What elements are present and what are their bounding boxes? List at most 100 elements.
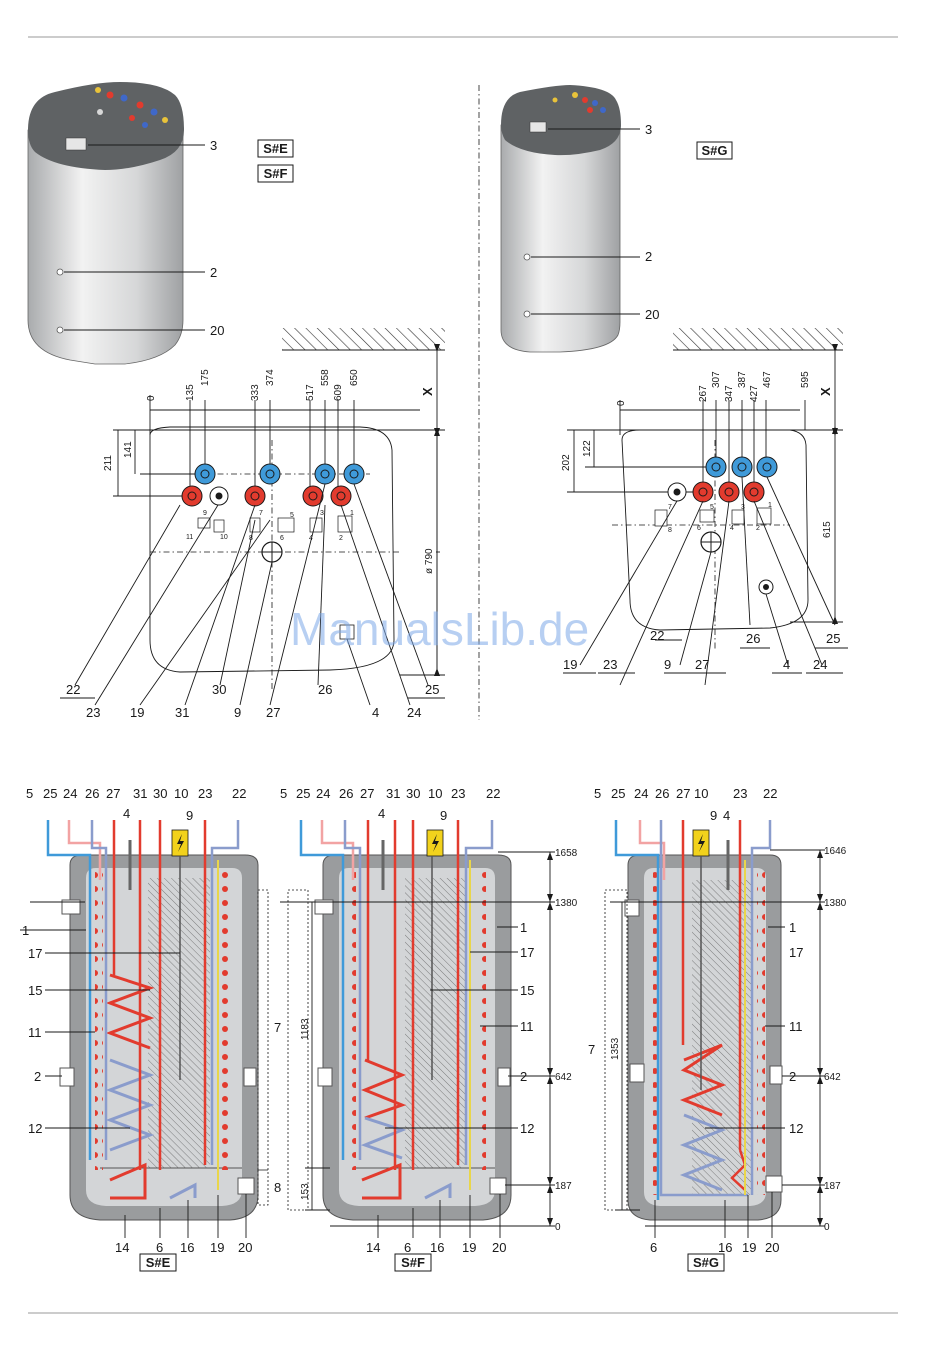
svg-text:17: 17 xyxy=(789,945,803,960)
dim-se-650: 650 xyxy=(349,369,360,386)
svg-text:7: 7 xyxy=(259,510,263,517)
svg-text:642: 642 xyxy=(824,1072,841,1083)
label-se-26: 26 xyxy=(318,682,332,697)
se-top-labels: 5 25 24 26 27 31 30 10 9 23 22 xyxy=(26,786,246,823)
dim-se-333: 333 xyxy=(250,384,261,401)
label-sg-3: 3 xyxy=(645,122,652,137)
label-se-24: 24 xyxy=(407,705,421,720)
svg-text:1: 1 xyxy=(768,502,772,509)
label-se-23: 23 xyxy=(86,705,100,720)
svg-text:27: 27 xyxy=(360,786,374,801)
cylinder-se-sf xyxy=(27,82,205,365)
svg-text:1: 1 xyxy=(350,510,354,517)
label-se-22: 22 xyxy=(66,682,80,697)
svg-text:187: 187 xyxy=(824,1181,841,1192)
svg-text:6: 6 xyxy=(650,1240,657,1255)
svg-text:9: 9 xyxy=(710,808,717,823)
dim-se-175: 175 xyxy=(200,369,211,386)
svg-text:11: 11 xyxy=(186,534,193,541)
svg-text:9: 9 xyxy=(186,808,193,823)
svg-text:20: 20 xyxy=(765,1240,779,1255)
svg-text:5: 5 xyxy=(710,504,714,511)
watermark: ManualsLib.de xyxy=(290,603,589,655)
sg-right-labels: 1 17 11 2 12 xyxy=(789,920,803,1136)
label-3: 3 xyxy=(210,138,217,153)
label-7: 7 xyxy=(274,1020,281,1035)
svg-text:4: 4 xyxy=(309,535,313,542)
svg-text:4: 4 xyxy=(723,808,730,823)
variant-box-sf-bottom xyxy=(394,1253,432,1272)
label-sg-24: 24 xyxy=(813,657,827,672)
svg-text:20: 20 xyxy=(238,1240,252,1255)
svg-text:20: 20 xyxy=(492,1240,506,1255)
svg-text:27: 27 xyxy=(676,786,690,801)
svg-text:2: 2 xyxy=(756,525,760,532)
svg-text:3: 3 xyxy=(741,504,745,511)
dim-sg-347: 347 xyxy=(724,385,735,402)
dim-sg-307: 307 xyxy=(711,371,722,388)
svg-text:0: 0 xyxy=(824,1222,830,1233)
label-sg-25: 25 xyxy=(826,631,840,646)
label-se-top4: 4 xyxy=(123,806,130,821)
svg-text:1380: 1380 xyxy=(555,898,578,909)
svg-text:6: 6 xyxy=(404,1240,411,1255)
svg-text:25: 25 xyxy=(43,786,57,801)
section-sg xyxy=(604,820,825,1238)
sf-heights: 1658 1380 642 187 0 1183 153 xyxy=(300,848,578,1233)
dim-se-x: X xyxy=(420,387,435,396)
svg-text:26: 26 xyxy=(85,786,99,801)
dim-sg-595: 595 xyxy=(800,371,811,388)
sf-top-labels: 5 25 24 26 27 4 31 30 10 9 23 22 xyxy=(280,786,500,823)
label-se-17: 17 xyxy=(28,946,42,961)
dim-se-374: 374 xyxy=(265,369,276,386)
svg-text:1183: 1183 xyxy=(300,1018,311,1040)
svg-text:17: 17 xyxy=(520,945,534,960)
dim-sg-122: 122 xyxy=(582,440,593,457)
svg-text:23: 23 xyxy=(198,786,212,801)
svg-text:6: 6 xyxy=(697,525,701,532)
svg-text:3: 3 xyxy=(320,510,324,517)
svg-text:25: 25 xyxy=(611,786,625,801)
label-se-25: 25 xyxy=(425,682,439,697)
dim-se-diameter: ø 790 xyxy=(424,548,435,574)
sg-top-labels: 5 25 24 26 27 10 9 4 23 22 xyxy=(594,786,777,823)
dim-se-558: 558 xyxy=(320,369,331,386)
svg-text:8: 8 xyxy=(668,527,672,534)
svg-text:22: 22 xyxy=(232,786,246,801)
svg-text:24: 24 xyxy=(316,786,330,801)
svg-text:9: 9 xyxy=(440,808,447,823)
dim-se-211: 211 xyxy=(103,455,114,471)
svg-text:10: 10 xyxy=(428,786,442,801)
label-8: 8 xyxy=(274,1180,281,1195)
svg-text:11: 11 xyxy=(789,1019,803,1034)
label-sg-4: 4 xyxy=(783,657,790,672)
svg-text:187: 187 xyxy=(555,1181,572,1192)
label-sg-9: 9 xyxy=(664,657,671,672)
svg-text:153: 153 xyxy=(300,1183,311,1200)
svg-text:10: 10 xyxy=(220,534,228,541)
svg-text:10: 10 xyxy=(694,786,708,801)
label-2: 2 xyxy=(210,265,217,280)
sf-right-labels: 1 17 15 11 2 12 xyxy=(520,920,534,1136)
label-se-27: 27 xyxy=(266,705,280,720)
svg-text:16: 16 xyxy=(718,1240,732,1255)
label-sg-23: 23 xyxy=(603,657,617,672)
label-sg-20: 20 xyxy=(645,307,659,322)
dim-sg-387: 387 xyxy=(737,371,748,388)
svg-text:6: 6 xyxy=(156,1240,163,1255)
section-se xyxy=(20,820,269,1238)
label-20: 20 xyxy=(210,323,224,338)
svg-text:24: 24 xyxy=(63,786,77,801)
svg-text:1353: 1353 xyxy=(610,1037,621,1060)
svg-text:14: 14 xyxy=(366,1240,380,1255)
svg-text:12: 12 xyxy=(520,1121,534,1136)
variant-label-sg: S#G xyxy=(701,143,727,158)
label-se-1: 1 xyxy=(22,923,29,938)
dim-sg-267: 267 xyxy=(698,385,709,402)
variant-label-sg-bottom: S#G xyxy=(693,1255,719,1270)
svg-text:22: 22 xyxy=(763,786,777,801)
cylinder-sg xyxy=(500,85,640,353)
svg-text:1658: 1658 xyxy=(555,848,578,859)
svg-text:5: 5 xyxy=(280,786,287,801)
dim-se-517: 517 xyxy=(305,384,316,401)
